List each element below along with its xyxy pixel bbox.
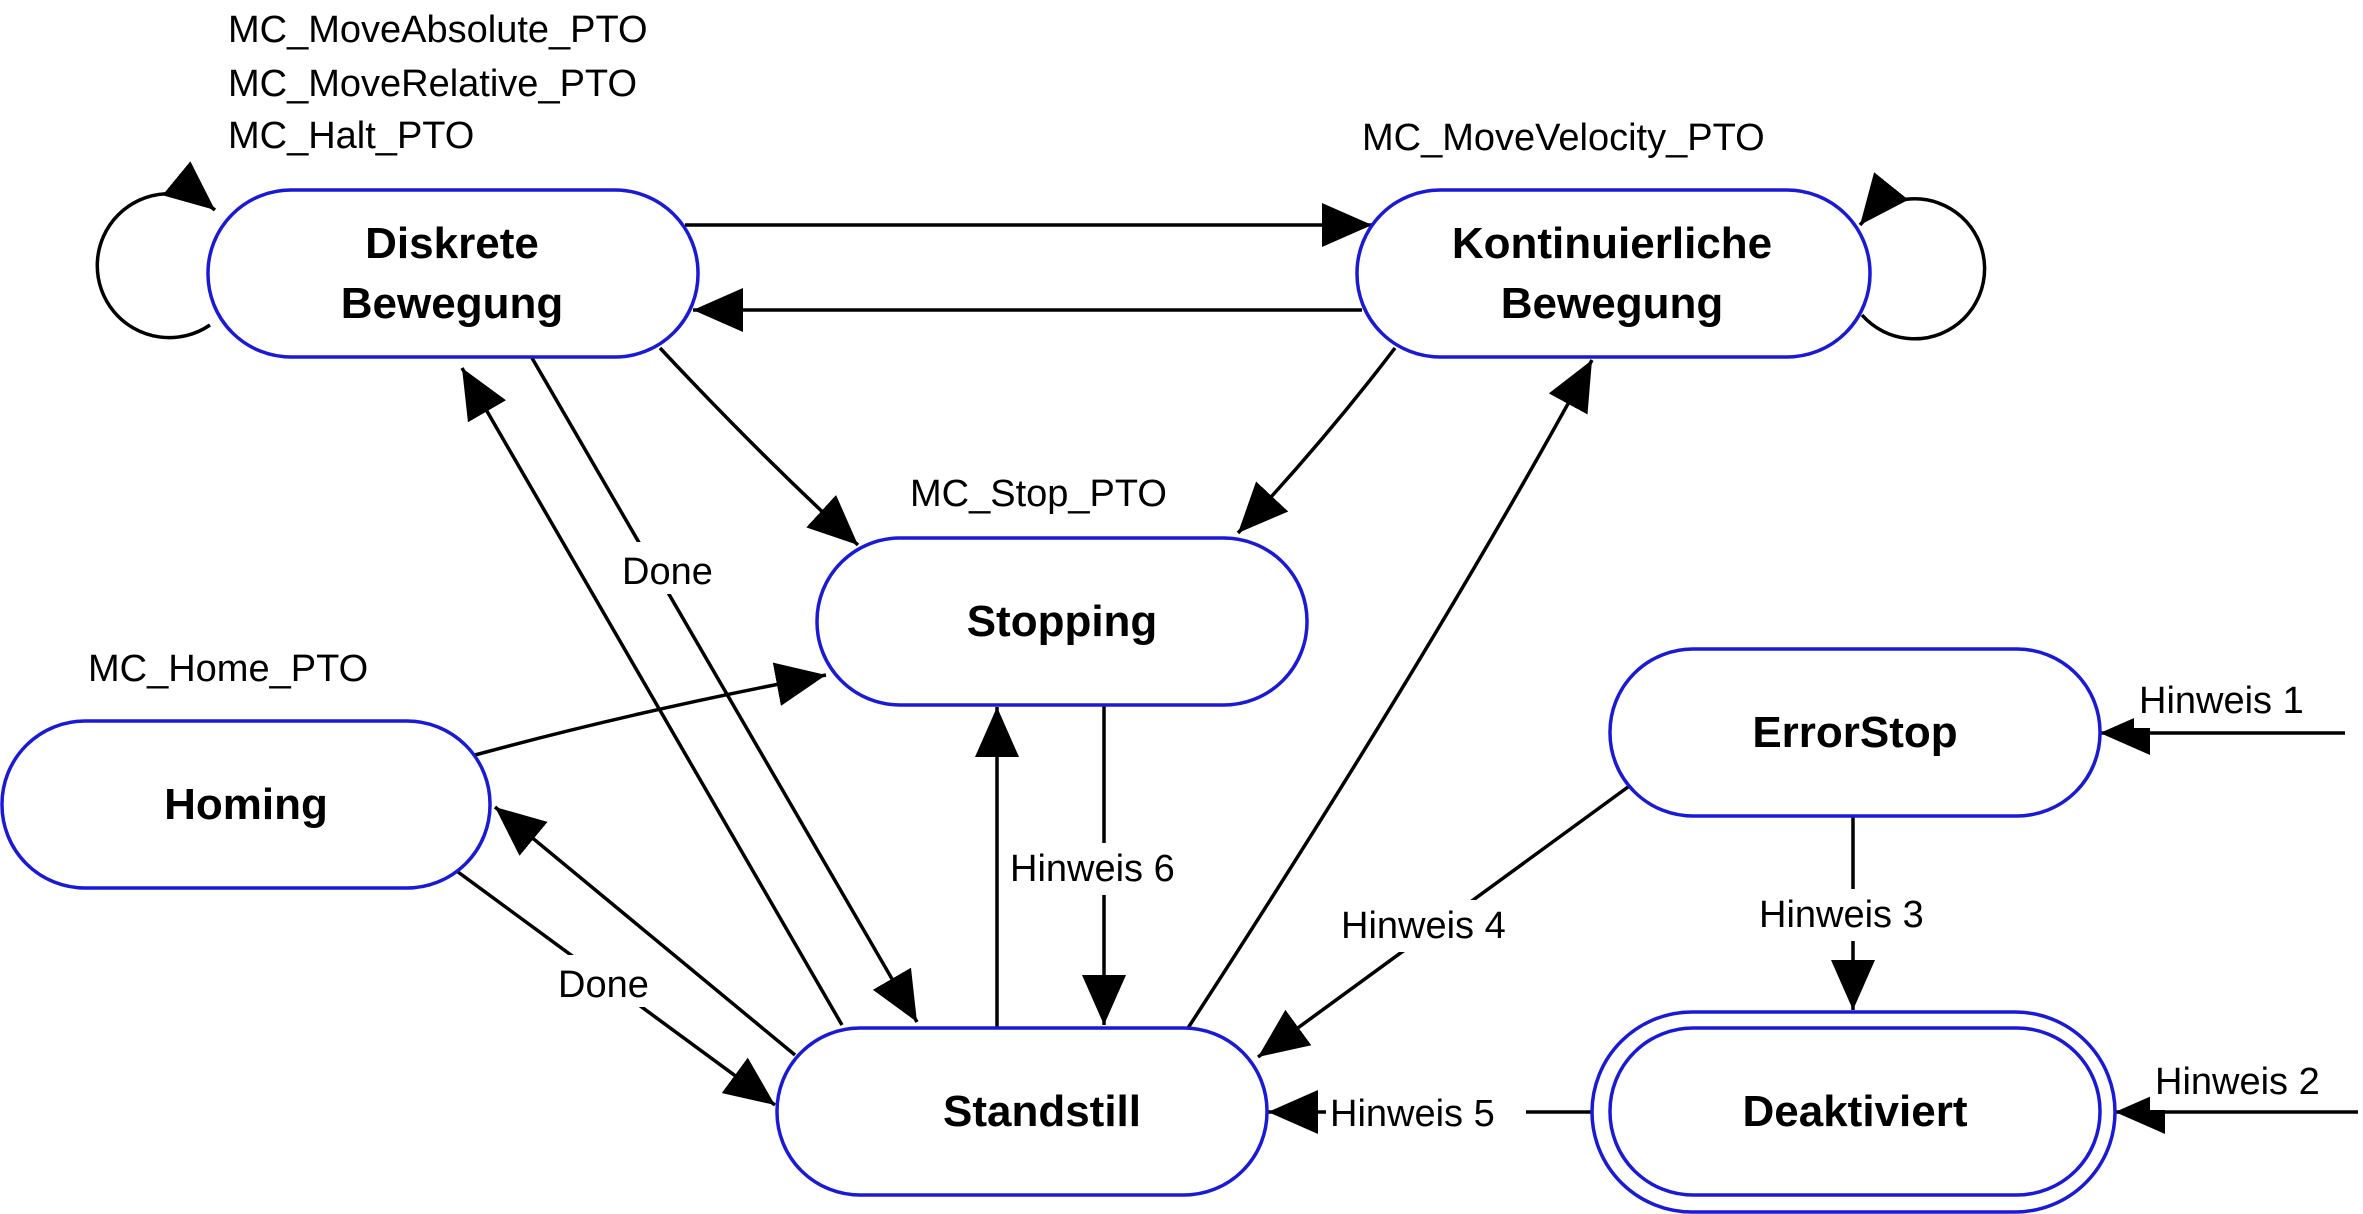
edge-diskrete-to-standstill bbox=[530, 357, 919, 1023]
state-kontinuierliche-line1: Kontinuierliche bbox=[1452, 219, 1772, 268]
state-errorstop bbox=[1608, 647, 2102, 818]
state-errorstop-label: ErrorStop bbox=[1752, 708, 1957, 757]
edge-label-hinweis-1: Hinweis 1 bbox=[2139, 680, 2304, 722]
state-stopping bbox=[815, 536, 1309, 707]
notes: MC_MoveAbsolute_PTO MC_MoveRelative_PTO … bbox=[88, 9, 1765, 690]
state-deaktiviert-inner bbox=[1608, 1026, 2102, 1197]
note-move-relative: MC_MoveRelative_PTO bbox=[228, 63, 637, 105]
state-labels: Diskrete Bewegung Kontinuierliche Bewegu… bbox=[164, 219, 1968, 1136]
edge-label-hinweis-2: Hinweis 2 bbox=[2155, 1061, 2320, 1103]
state-homing bbox=[0, 719, 492, 890]
edge-standstill-to-diskrete bbox=[460, 367, 844, 1026]
state-deaktiviert-label: Deaktiviert bbox=[1742, 1087, 1967, 1136]
edge-kontinuierliche-to-stopping bbox=[1236, 346, 1397, 535]
edge-diskrete-to-stopping bbox=[658, 346, 860, 547]
edge-homing-to-stopping bbox=[474, 662, 827, 757]
edge-diskrete-self-loop bbox=[95, 161, 217, 340]
state-diskrete-bewegung bbox=[206, 188, 700, 359]
state-diskrete-line2: Bewegung bbox=[341, 279, 563, 328]
edge-label-hinweis-4: Hinweis 4 bbox=[1341, 905, 1506, 947]
note-halt: MC_Halt_PTO bbox=[228, 115, 474, 157]
note-home: MC_Home_PTO bbox=[88, 648, 368, 690]
state-standstill-label: Standstill bbox=[943, 1087, 1141, 1136]
note-stop: MC_Stop_PTO bbox=[910, 473, 1167, 515]
edge-labels: Done Done Hinweis 6 Hinweis 4 Hinweis 3 … bbox=[548, 542, 2350, 1140]
state-kontinuierliche-line2: Bewegung bbox=[1501, 279, 1723, 328]
edge-label-hinweis-3: Hinweis 3 bbox=[1759, 894, 1924, 936]
states bbox=[0, 188, 2117, 1214]
edge-label-diskrete-done: Done bbox=[622, 551, 713, 593]
edge-kontinuierliche-self-loop bbox=[1858, 172, 1987, 341]
edge-label-homing-done: Done bbox=[558, 964, 649, 1006]
edge-standstill-to-homing bbox=[493, 805, 797, 1057]
state-kontinuierliche-bewegung bbox=[1355, 188, 1872, 359]
state-diskrete-line1: Diskrete bbox=[365, 219, 539, 268]
state-stopping-label: Stopping bbox=[967, 597, 1158, 646]
note-move-velocity: MC_MoveVelocity_PTO bbox=[1362, 117, 1765, 159]
edge-label-hinweis-5: Hinweis 5 bbox=[1330, 1093, 1495, 1135]
state-homing-label: Homing bbox=[164, 780, 328, 829]
edge-standstill-to-kontinuierliche bbox=[1186, 359, 1594, 1029]
edge-label-hinweis-6: Hinweis 6 bbox=[1010, 848, 1175, 890]
note-move-absolute: MC_MoveAbsolute_PTO bbox=[228, 9, 648, 51]
state-standstill bbox=[775, 1026, 1269, 1197]
